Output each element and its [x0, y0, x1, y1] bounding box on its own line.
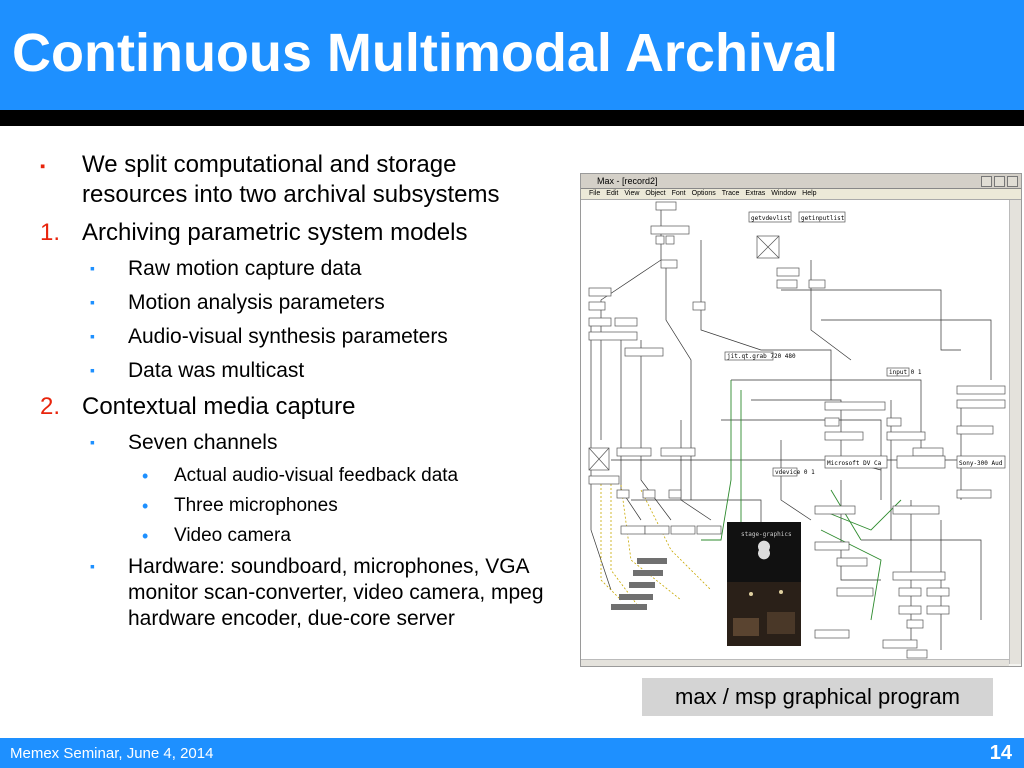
bullet-text: Hardware: soundboard, microphones, VGA m… [128, 555, 544, 630]
menu-item: Options [691, 190, 716, 197]
footer-text: Memex Seminar, June 4, 2014 [10, 745, 214, 762]
patch-label-input: input 0 1 [889, 369, 922, 376]
close-icon [1007, 176, 1018, 187]
image-caption: max / msp graphical program [642, 678, 993, 716]
video-preview [727, 522, 801, 646]
bullet-marker: 1. [40, 219, 61, 246]
patch-graph: getvdevlist getinputlist input 0 1 jit.q… [588, 201, 1006, 659]
bullet-item: • Video camera [38, 524, 568, 548]
bullet-marker: ▪ [90, 434, 95, 450]
bullet-text: Seven channels [128, 431, 278, 454]
bullet-marker: ▪ [90, 558, 95, 574]
menu-item: Object [645, 190, 666, 197]
maximize-icon [994, 176, 1005, 187]
bullet-text: Motion analysis parameters [128, 291, 385, 314]
bullet-item: 2. Contextual media capture [38, 392, 568, 422]
bullet-text: Audio-visual synthesis parameters [128, 325, 448, 348]
bullet-text: We split computational and storage resou… [82, 151, 500, 208]
window-titlebar: Max - [record2] [581, 174, 1021, 189]
menu-item: Trace [721, 190, 740, 197]
bullet-text: Video camera [174, 525, 291, 546]
page-number: 14 [989, 742, 1012, 764]
patch-label-dv: Microsoft DV Ca [827, 460, 882, 467]
bullet-marker: ▪ [90, 328, 95, 344]
bullet-item: ▪ Hardware: soundboard, microphones, VGA … [38, 554, 568, 632]
bullet-item: • Three microphones [38, 494, 568, 518]
patch-labels: getvdevlist getinputlist input 0 1 jit.q… [727, 215, 1003, 538]
bullet-marker: • [142, 466, 149, 486]
bullet-item: ▪ Motion analysis parameters [38, 290, 568, 316]
title-bar: Continuous Multimodal Archival [0, 0, 1024, 110]
patch-canvas: getvdevlist getinputlist input 0 1 jit.q… [581, 200, 1009, 660]
title-rule [0, 110, 1024, 126]
bullet-list: ▪ We split computational and storage reso… [38, 150, 568, 640]
bullet-text: Three microphones [174, 495, 338, 516]
bullet-item: ▪ Audio-visual synthesis parameters [38, 324, 568, 350]
bullet-marker: • [142, 496, 149, 516]
slide-title: Continuous Multimodal Archival [12, 23, 839, 83]
bullet-text: Contextual media capture [82, 393, 356, 420]
patch-label-getvdevlist: getvdevlist [751, 215, 791, 222]
bullet-marker: ▪ [90, 294, 95, 310]
bullet-marker: ▪ [90, 362, 95, 378]
bullet-item: ▪ Data was multicast [38, 358, 568, 384]
bullet-text: Raw motion capture data [128, 257, 362, 280]
audio-cords [600, 480, 712, 611]
footer-bar: Memex Seminar, June 4, 2014 14 [0, 738, 1024, 768]
bullet-marker: ▪ [40, 158, 46, 175]
bullet-text: Data was multicast [128, 359, 305, 382]
minimize-icon [981, 176, 992, 187]
horizontal-scrollbar [581, 659, 1009, 666]
patch-label-grab: jit.qt.grab 720 480 [727, 353, 796, 360]
bullet-item: • Actual audio-visual feedback data [38, 464, 568, 488]
patch-label-sony: Sony-300 Aud [959, 460, 1003, 467]
menu-item: File [589, 190, 601, 197]
bullet-item: 1. Archiving parametric system models [38, 218, 568, 248]
level-meters [611, 558, 667, 610]
window-title: Max - [record2] [597, 176, 658, 186]
bullet-item: ▪ We split computational and storage reso… [38, 150, 568, 210]
patch-label-stage: stage-graphics [741, 531, 792, 538]
patch-label-vdevice: vdevice 0 1 [775, 469, 815, 476]
max-msp-screenshot: Max - [record2] File Edit View Object Font Op… [580, 173, 1022, 667]
menu-item: Window [771, 190, 797, 197]
menu-item: View [624, 190, 640, 197]
bullet-marker: • [142, 526, 149, 546]
bullet-item: ▪ Raw motion capture data [38, 256, 568, 282]
bullet-marker: 2. [40, 393, 61, 420]
toggle-crosses [588, 235, 780, 471]
menu-item: Help [802, 190, 817, 197]
menu-item: Extras [745, 190, 766, 197]
patch-label-getinputlist: getinputlist [801, 215, 845, 222]
bullet-item: ▪ Seven channels [38, 430, 568, 456]
window-menubar: File Edit View Object Font Options Trace Extras… [581, 189, 1021, 200]
bullet-text: Archiving parametric system models [82, 219, 468, 246]
bullet-text: Actual audio-visual feedback data [174, 465, 459, 486]
vertical-scrollbar [1009, 200, 1021, 664]
bullet-marker: ▪ [90, 260, 95, 276]
menu-item: Edit [606, 190, 619, 197]
menu-item: Font [671, 190, 686, 197]
patch-cords [590, 210, 992, 650]
patch-boxes [588, 201, 1006, 659]
